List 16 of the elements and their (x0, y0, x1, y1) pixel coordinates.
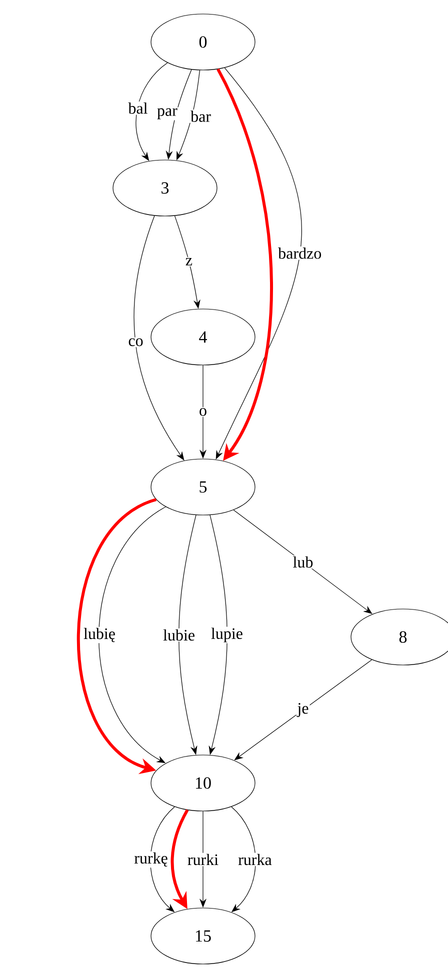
edge-label: rurki (186, 852, 220, 866)
edge-label: lupie (210, 626, 244, 644)
edge-label: o (198, 407, 208, 417)
edge-label: rurka (237, 852, 273, 866)
edge-label: bar (190, 110, 212, 123)
edge-label: par (156, 107, 178, 120)
edge-label: rurkę (133, 851, 169, 868)
edge-label: je (296, 702, 310, 718)
arrow (98, 506, 166, 764)
edge-label: lubię (82, 626, 116, 644)
edge-label: lub (292, 555, 314, 569)
edge-label: lubie (162, 628, 196, 642)
edge-label: co (127, 337, 144, 348)
edge-label: bal (127, 101, 149, 115)
edge-label: z (184, 257, 194, 266)
edge-label: bardzo (277, 246, 323, 260)
